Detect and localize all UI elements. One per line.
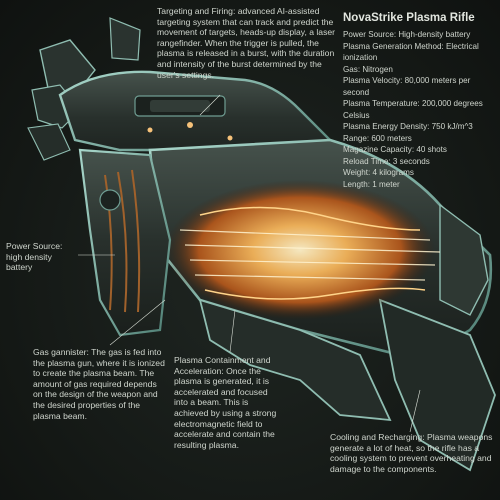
containment-annotation: Plasma Containment and Acceleration: Onc… bbox=[174, 355, 277, 450]
spec-item: Gas: Nitrogen bbox=[343, 64, 393, 74]
gas-canister-annotation: Gas gannister: The gas is fed into the p… bbox=[33, 347, 165, 421]
spec-item: Plasma Velocity: 80,000 meters per secon… bbox=[343, 76, 471, 97]
leader-lines bbox=[78, 94, 421, 433]
spec-list: Power Source: High-density battery Plasm… bbox=[343, 29, 498, 190]
spec-item: Weight: 4 kilograms bbox=[343, 168, 414, 177]
lower-receiver bbox=[198, 298, 392, 422]
cooling-annotation: Cooling and Recharging: Plasma weapons g… bbox=[330, 432, 493, 474]
spec-item: Plasma Generation Method: Electrical ion… bbox=[343, 41, 479, 63]
spec-item: Length: 1 meter bbox=[343, 179, 400, 189]
grip bbox=[78, 148, 172, 337]
spec-panel: NovaStrike Plasma Rifle Power Source: Hi… bbox=[343, 12, 498, 190]
spec-item: Plasma Temperature: 200,000 degrees Cels… bbox=[343, 99, 483, 120]
spec-title: NovaStrike Plasma Rifle bbox=[343, 12, 475, 24]
plasma-core bbox=[165, 180, 441, 320]
spec-item: Power Source: High-density battery bbox=[343, 30, 471, 39]
spec-item: Range: 600 meters bbox=[343, 133, 412, 143]
power-source-annotation: Power Source: high density battery bbox=[6, 241, 63, 273]
spec-item: Plasma Energy Density: 750 kJ/m^3 bbox=[343, 122, 473, 131]
upper-receiver bbox=[58, 70, 343, 167]
targeting-annotation: Targeting and Firing: advanced AI-assist… bbox=[157, 6, 336, 80]
spec-item: Magazine Capacity: 40 shots bbox=[343, 145, 447, 154]
spec-item: Reload Time: 3 seconds bbox=[343, 156, 430, 166]
